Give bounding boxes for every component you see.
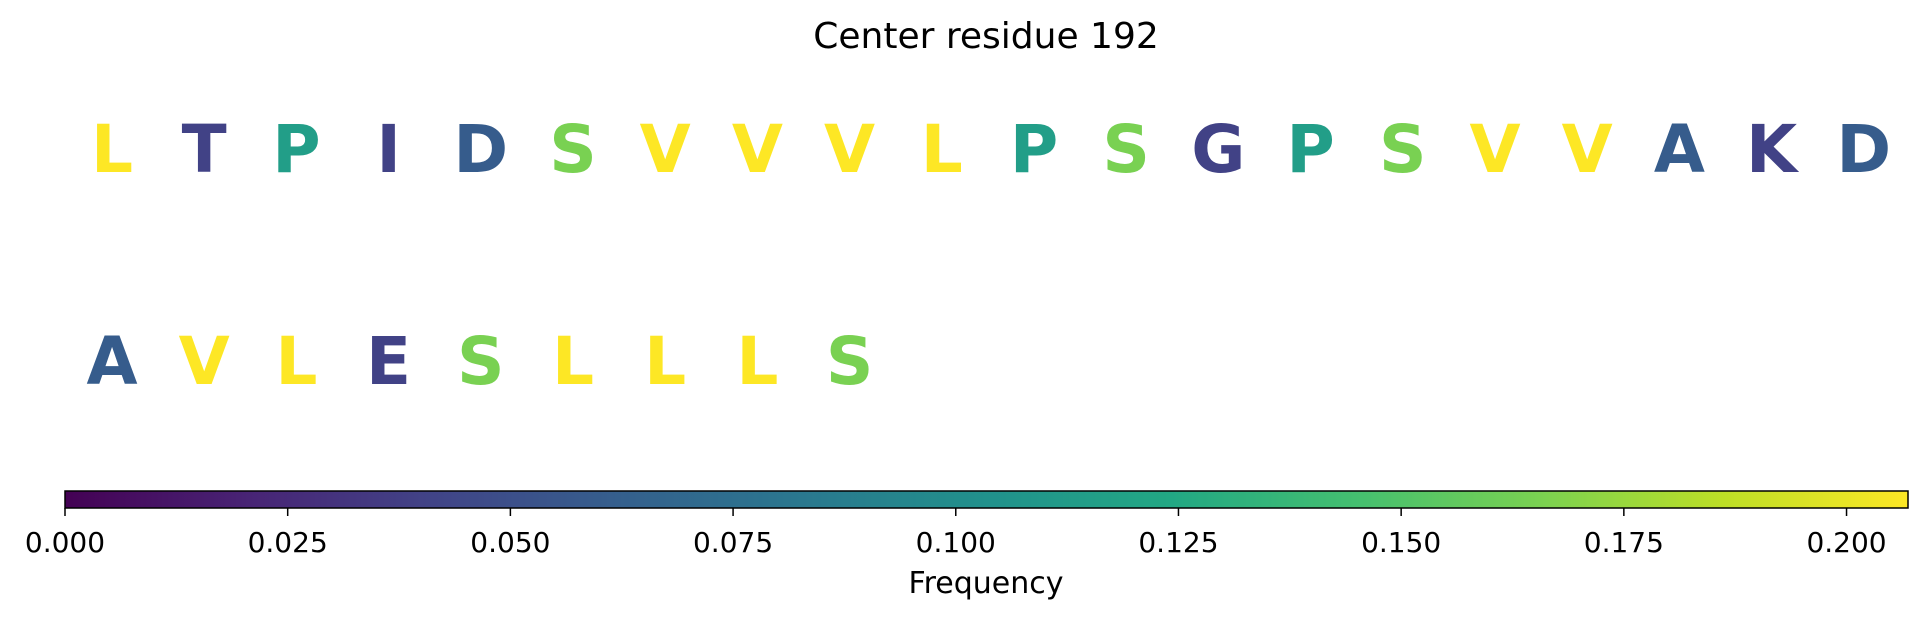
- residue-letter: S: [826, 323, 874, 400]
- residue-letter: E: [366, 323, 411, 400]
- colorbar-tick-label: 0.150: [1361, 526, 1441, 559]
- residue-letter: L: [91, 111, 133, 188]
- residue-letter: I: [376, 111, 401, 188]
- residue-letter: D: [453, 111, 508, 188]
- residue-letter: D: [1836, 111, 1891, 188]
- residue-letter: A: [1654, 111, 1705, 188]
- residue-letter: L: [921, 111, 963, 188]
- colorbar-tick-label: 0.000: [25, 526, 105, 559]
- residue-letter: V: [179, 323, 230, 400]
- residue-letter: P: [1286, 111, 1334, 188]
- colorbar-ticks: 0.000 0.025 0.050 0.075 0.100 0.125 0.150 0.175…: [25, 508, 1887, 559]
- residue-letter: K: [1746, 111, 1800, 188]
- colorbar-tick-label: 0.025: [248, 526, 328, 559]
- colorbar-tick-label: 0.100: [916, 526, 996, 559]
- residue-letter: S: [457, 323, 505, 400]
- colorbar-gradient: [64, 490, 1909, 509]
- residue-letter: V: [1562, 111, 1613, 188]
- residue-letter: V: [824, 111, 875, 188]
- colorbar-tick-label: 0.175: [1584, 526, 1664, 559]
- residue-letter: L: [275, 323, 317, 400]
- residue-letter: L: [736, 323, 778, 400]
- residue-letter: P: [272, 111, 320, 188]
- residue-letter: V: [640, 111, 691, 188]
- colorbar: 0.000 0.025 0.050 0.075 0.100 0.125 0.150 0.175…: [25, 490, 1909, 601]
- residue-letter: T: [182, 111, 227, 188]
- colorbar-tick-label: 0.200: [1806, 526, 1886, 559]
- residue-letter: L: [552, 323, 594, 400]
- residue-letter: S: [1102, 111, 1150, 188]
- residue-letter: S: [549, 111, 597, 188]
- chart-title: Center residue 192: [813, 16, 1159, 57]
- colorbar-tick-label: 0.125: [1138, 526, 1218, 559]
- residue-letter: P: [1010, 111, 1058, 188]
- residue-letter: V: [1469, 111, 1520, 188]
- residue-letter: A: [86, 323, 137, 400]
- residue-letter: L: [644, 323, 686, 400]
- colorbar-label: Frequency: [909, 566, 1064, 601]
- residue-letter: G: [1191, 111, 1245, 188]
- residue-letter: S: [1379, 111, 1427, 188]
- residue-letter: V: [732, 111, 783, 188]
- colorbar-tick-label: 0.075: [693, 526, 773, 559]
- colorbar-tick-label: 0.050: [470, 526, 550, 559]
